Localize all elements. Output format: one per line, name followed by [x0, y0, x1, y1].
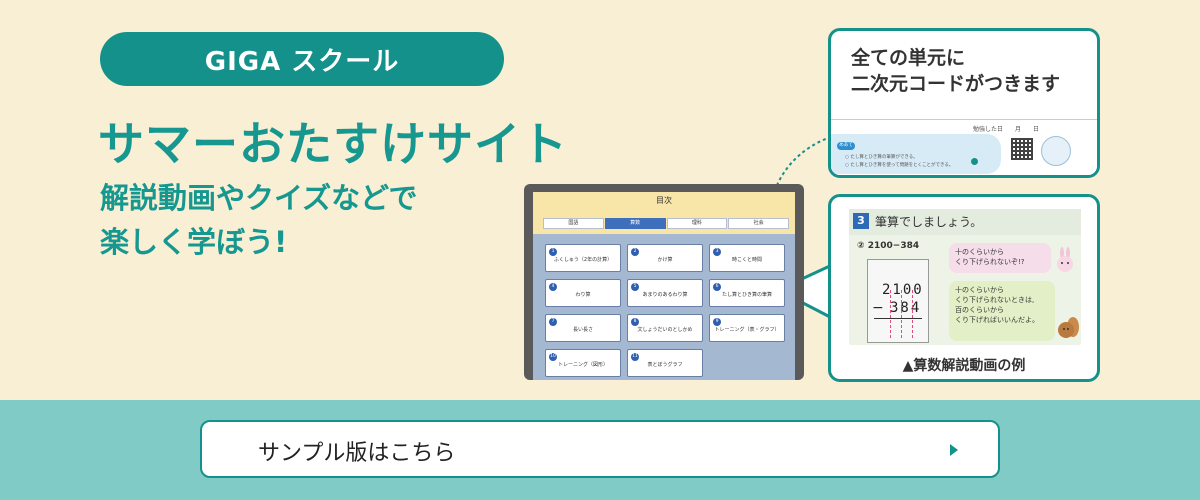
- unit-card[interactable]: 7 長い長さ: [545, 314, 621, 342]
- unit-number: 7: [549, 318, 557, 326]
- unit-label: トレーニング（図形）: [557, 362, 608, 368]
- tab-kokugo[interactable]: 国語: [543, 218, 604, 229]
- unit-card[interactable]: 3 時こくと時間: [709, 244, 785, 272]
- minus-sign: −: [872, 300, 884, 316]
- page-subtitle: 解説動画やクイズなどで 楽しく学ぼう!: [100, 176, 418, 264]
- unit-number: 9: [713, 318, 721, 326]
- unit-label: 表とぼうグラフ: [647, 362, 683, 368]
- subtitle-line-2: 楽しく学ぼう!: [100, 225, 288, 259]
- problem-header: 3 筆算でしましょう。: [849, 209, 1081, 235]
- unit-label: たし算とひき算の筆算: [721, 292, 772, 298]
- video-caption: ▲算数解説動画の例: [902, 358, 1026, 374]
- goal-badge: めあて: [837, 142, 855, 150]
- qr-title-line-1: 全ての単元に: [851, 47, 966, 69]
- unit-number: 11: [631, 353, 639, 361]
- unit-label: トレーニング（表・グラフ）: [714, 327, 780, 333]
- qr-code-icon: [1011, 138, 1033, 160]
- unit-number: 2: [631, 248, 639, 256]
- unit-number: 3: [713, 248, 721, 256]
- study-date-label: 勉強した日 月 日: [973, 126, 1040, 133]
- unit-label: ふくしゅう（2年の計算）: [553, 257, 613, 263]
- unit-number: 5: [631, 283, 639, 291]
- unit-number: 10: [549, 353, 557, 361]
- sample-link-button[interactable]: サンプル版はこちら: [200, 420, 1000, 478]
- speech-bubble-answer: 十のくらいから くり下げられないときは, 百のくらいから くり下げればいいんだよ…: [949, 281, 1055, 341]
- bubble2-line: くり下げられないときは,: [955, 296, 1035, 304]
- unit-card[interactable]: 11 表とぼうグラフ: [627, 349, 703, 377]
- video-frame: 3 筆算でしましょう。 ② 2100−384 2100 − 384 十のくらいか…: [849, 209, 1081, 345]
- qr-callout-title: 全ての単元に 二次元コードがつきます: [851, 45, 1060, 97]
- unit-number: 4: [549, 283, 557, 291]
- unit-number: 8: [631, 318, 639, 326]
- goal-panel: めあて ○ たし算とひき算の筆算ができる。 ○ たし算とひき算を使って問題をとく…: [831, 134, 1001, 174]
- bubble1-line: 十のくらいから: [955, 248, 1004, 256]
- goal-line-1: ○ たし算とひき算の筆算ができる。: [845, 155, 918, 160]
- worksheet-strip: 勉強した日 月 日 めあて ○ たし算とひき算の筆算ができる。 ○ たし算とひき…: [831, 119, 1097, 175]
- subtitle-line-1: 解説動画やクイズなどで: [100, 181, 418, 215]
- sample-link-label: サンプル版はこちら: [258, 441, 456, 466]
- toc-header: 目次 国語 算数 理科 社会: [533, 192, 795, 234]
- speech-bubble-question: 十のくらいから くり下げられないぞ!?: [949, 243, 1051, 273]
- qr-callout: 全ての単元に 二次元コードがつきます 勉強した日 月 日 めあて ○ たし算とひ…: [828, 28, 1100, 178]
- calc-underline: [874, 318, 922, 319]
- tab-sansu[interactable]: 算数: [604, 218, 666, 229]
- unit-label: 長い長さ: [572, 327, 593, 333]
- connector-dot: [971, 158, 978, 165]
- page-title: サマーおたすけサイト: [98, 117, 568, 171]
- qr-title-line-2: 二次元コードがつきます: [851, 73, 1061, 95]
- giga-school-badge: GIGA スクール: [100, 32, 504, 86]
- unit-label: 文しょうだいのとしかめ: [637, 327, 693, 333]
- unit-card[interactable]: 2 かけ算: [627, 244, 703, 272]
- unit-label: かけ算: [657, 257, 673, 263]
- column-calculation: 2100 − 384: [867, 259, 929, 343]
- squirrel-icon: [1058, 317, 1079, 338]
- subject-tabs: 国語 算数 理科 社会: [543, 218, 789, 229]
- stamp-circle: [1041, 136, 1071, 166]
- calc-top-number: 2100: [882, 282, 924, 298]
- unit-label: あまりのあるわり算: [642, 292, 688, 298]
- problem-expression: ② 2100−384: [857, 241, 920, 251]
- unit-number: 1: [549, 248, 557, 256]
- unit-card[interactable]: 4 わり算: [545, 279, 621, 307]
- calc-bottom-number: 384: [890, 300, 922, 316]
- video-callout: 3 筆算でしましょう。 ② 2100−384 2100 − 384 十のくらいか…: [828, 194, 1100, 382]
- tab-shakai[interactable]: 社会: [728, 218, 789, 229]
- place-guide: [901, 290, 902, 338]
- arrow-right-icon: [950, 444, 958, 456]
- bubble2-line: 百のくらいから: [955, 306, 1004, 314]
- problem-number: 3: [853, 213, 869, 229]
- bubble2-line: くり下げればいいんだよ。: [955, 316, 1039, 324]
- unit-number: 6: [713, 283, 721, 291]
- goal-line-2: ○ たし算とひき算を使って問題をとくことができる。: [845, 163, 954, 168]
- place-guide: [912, 290, 913, 338]
- tab-rika[interactable]: 理科: [666, 218, 728, 229]
- bunny-icon: [1057, 247, 1073, 272]
- toc-title: 目次: [656, 196, 672, 205]
- place-guide: [890, 290, 891, 338]
- bubble1-line: くり下げられないぞ!?: [955, 258, 1025, 266]
- unit-label: 時こくと時間: [731, 257, 762, 263]
- problem-heading: 筆算でしましょう。: [875, 215, 983, 229]
- unit-label: わり算: [575, 292, 591, 298]
- bubble2-line: 十のくらいから: [955, 286, 1004, 294]
